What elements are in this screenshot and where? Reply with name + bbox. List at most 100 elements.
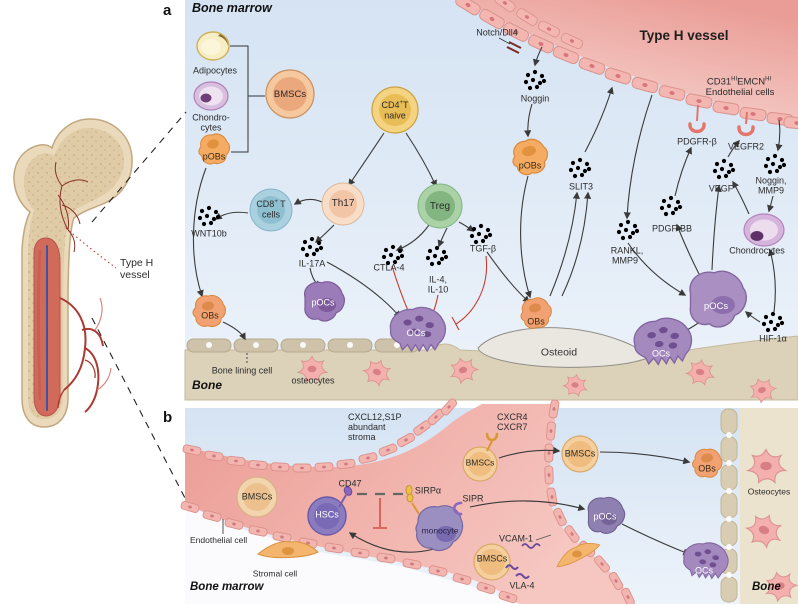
il17a-label: IL-17A bbox=[298, 258, 326, 269]
pocs-cell-left bbox=[304, 281, 345, 322]
sirpa-label: SIRPα bbox=[414, 485, 442, 496]
bmscs-cell-b-out bbox=[561, 435, 599, 473]
pocs-b-label: pOCs bbox=[593, 511, 617, 522]
bone-panel-a bbox=[184, 327, 798, 406]
pocs-cell-right bbox=[689, 270, 748, 328]
pdgfbb-label: PDGF-BB bbox=[651, 223, 693, 234]
ocs-b-label: OCs bbox=[695, 565, 713, 576]
bone-label-b: Bone bbox=[752, 581, 781, 593]
arrows-panel-b bbox=[348, 446, 691, 556]
bone-lining-cells bbox=[186, 338, 420, 353]
pocs-cell-b bbox=[587, 496, 626, 534]
type-h-vessel-pointer-label-line1: Type H bbox=[120, 257, 154, 269]
vcam1-label: VCAM-1 bbox=[498, 533, 534, 544]
femur-arteries bbox=[57, 297, 112, 413]
bmscs-cell-b-bottom bbox=[473, 543, 511, 581]
obs-cell-mid bbox=[519, 296, 553, 330]
vegfr2-label: VEGFR2 bbox=[727, 141, 765, 152]
chondrocytes-right-label: Chondrocytes bbox=[729, 245, 785, 256]
chondrocyte-cell-right bbox=[743, 213, 785, 247]
obs-b-label: OBs bbox=[698, 463, 716, 474]
hif1a-label: HIF-1α bbox=[759, 333, 787, 344]
pobs-cell-mid bbox=[509, 136, 551, 177]
bone-panel-b bbox=[720, 408, 798, 604]
bracket-bmscs bbox=[230, 45, 265, 153]
rankl-label-line1: RANKL, bbox=[610, 245, 644, 256]
noggin-label: Noggin bbox=[520, 93, 550, 104]
vegfr2-receptor-icon bbox=[737, 111, 755, 137]
panel-a-title: Bone marrow bbox=[192, 1, 272, 15]
sirpa-receptor-icon bbox=[405, 485, 420, 515]
panel-connector-lines bbox=[91, 111, 187, 501]
cxcr4-label: CXCR4 bbox=[497, 412, 528, 422]
adipocytes-label: Adipocytes bbox=[192, 65, 238, 76]
osteoid-label: Osteoid bbox=[540, 346, 578, 359]
vegf-label: VEGF bbox=[708, 183, 734, 194]
bmscs-b-out-label: BMSCs bbox=[564, 448, 596, 459]
pocs-right-label: pOCs bbox=[703, 301, 729, 313]
cd8-t-cell bbox=[249, 188, 293, 232]
pobs-cell-left bbox=[198, 133, 231, 165]
treg-cell bbox=[417, 183, 463, 229]
cd47-receptor-icon bbox=[338, 486, 353, 508]
obs-left-label: OBs bbox=[201, 310, 219, 321]
bmscs-cell-a bbox=[265, 69, 315, 119]
chondrocytes-label-line2: cytes bbox=[200, 122, 222, 133]
chondrocytes-label-line1: Chondro- bbox=[192, 112, 230, 123]
vcam1-icon bbox=[521, 543, 541, 549]
vcam1-pointer bbox=[535, 534, 552, 541]
pdgfrb-receptor-icon bbox=[688, 104, 706, 134]
femur-illustration bbox=[13, 111, 187, 501]
sipr-label: SIPR bbox=[462, 493, 484, 504]
bone-lining-cell-label: Bone lining cell bbox=[211, 365, 273, 376]
femur-type-h-vessels bbox=[54, 161, 89, 253]
stroma-label-line2: abundant bbox=[348, 422, 386, 432]
notch-dll4-label: Notch/Dll4 bbox=[476, 27, 518, 38]
vla4-label: VLA-4 bbox=[509, 580, 535, 591]
hscs-cell bbox=[307, 496, 347, 536]
cd4-naive-label-line1: CD4+T bbox=[381, 99, 409, 110]
chondrocyte-cell-left bbox=[193, 81, 229, 111]
type-h-vessel-pointer-label-line2: vessel bbox=[120, 269, 150, 281]
stromal-cell-1 bbox=[257, 541, 319, 559]
cxcr7-label: CXCR7 bbox=[497, 422, 528, 432]
bmscs-b-bottom-label: BMSCs bbox=[476, 553, 508, 564]
panel-b-letter: b bbox=[163, 409, 173, 426]
treg-label: Treg bbox=[429, 200, 451, 212]
osteocytes-b-label: Osteocytes bbox=[747, 486, 791, 497]
obs-mid-label: OBs bbox=[527, 316, 545, 327]
rankl-label-line2: MMP9 bbox=[611, 255, 639, 266]
pobs-mid-label: pOBs bbox=[518, 160, 542, 171]
il4-label-line1: IL-4, bbox=[428, 274, 448, 285]
stromal-cell-2 bbox=[552, 537, 603, 570]
ocs-mid-label: OCs bbox=[406, 328, 426, 340]
cd47-sirpa-interaction bbox=[357, 492, 403, 529]
hscs-label: HSCs bbox=[315, 509, 339, 520]
vessel-panel-b bbox=[179, 397, 636, 604]
wnt10b-label: WNT10b bbox=[191, 228, 227, 239]
cd8-label-line2: cells bbox=[261, 209, 281, 220]
il4-label-line2: IL-10 bbox=[427, 284, 449, 295]
bmscs-label-a: BMSCs bbox=[273, 89, 307, 101]
monocyte-cell bbox=[415, 505, 464, 552]
type-h-pointer-line bbox=[65, 227, 117, 269]
obs-cell-left bbox=[191, 293, 228, 329]
noggin-mmp9-label-line2: MMP9 bbox=[757, 185, 785, 196]
th17-label: Th17 bbox=[331, 197, 355, 209]
bone-label-a: Bone bbox=[192, 378, 222, 392]
type-h-vessel-title: Type H vessel bbox=[639, 27, 729, 43]
sipr-receptor-icon bbox=[452, 501, 463, 516]
tgfb-label: TGF-β bbox=[469, 243, 497, 254]
stroma-label-line3: stroma bbox=[348, 432, 376, 442]
obs-cell-b bbox=[690, 446, 725, 480]
cd47-label: CD47 bbox=[338, 478, 362, 489]
pocs-left-label: pOCs bbox=[311, 297, 335, 308]
cd8-label-line1: CD8+ T bbox=[256, 198, 286, 209]
th17-cell bbox=[321, 182, 365, 226]
panel-a-letter: a bbox=[163, 2, 172, 19]
stromal-cell-label: Stromal cell bbox=[252, 568, 298, 579]
ctla4-label: CTLA-4 bbox=[373, 262, 405, 273]
bmscs-b-top-label: BMSCs bbox=[465, 457, 495, 468]
